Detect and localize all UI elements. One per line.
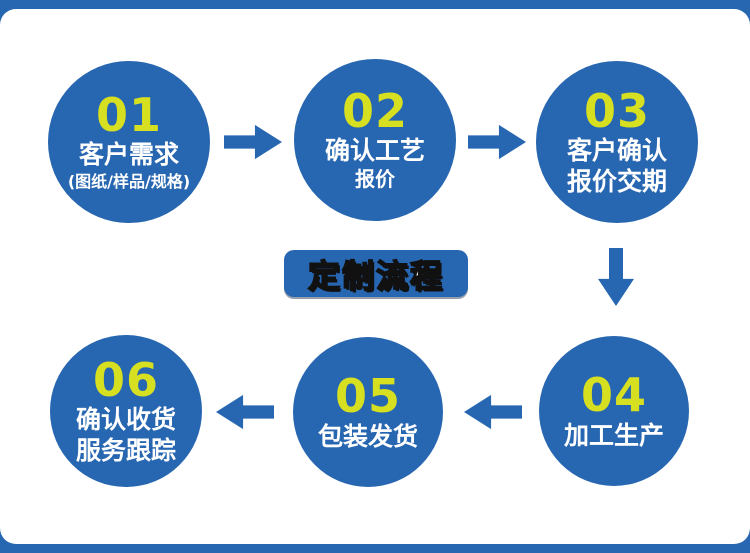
step-circle-01: 01 客户需求 (图纸/样品/规格): [48, 61, 210, 223]
process-title-badge: 定制流程: [284, 250, 468, 297]
arrow-right-icon: [224, 123, 282, 161]
step-circle-06: 06 确认收货 服务跟踪: [50, 335, 202, 487]
step-number: 05: [334, 369, 401, 424]
arrow-right-icon: [468, 123, 526, 161]
arrow-down-icon: [596, 248, 636, 306]
arrow-left-icon: [464, 393, 522, 431]
step-title: 客户确认: [566, 135, 667, 165]
step-subtitle: (图纸/样品/规格): [67, 171, 191, 191]
step-number: 03: [583, 83, 650, 138]
step-number: 01: [95, 88, 162, 143]
step-subtitle: 报价交期: [566, 167, 667, 197]
step-title: 包装发货: [317, 421, 418, 451]
step-circle-03: 03 客户确认 报价交期: [536, 61, 698, 223]
step-title: 确认收货: [75, 404, 176, 434]
step-circle-02: 02 确认工艺 报价: [294, 59, 456, 221]
arrow-left-icon: [216, 393, 274, 431]
step-circle-05: 05 包装发货: [293, 337, 443, 487]
step-title: 确认工艺: [324, 136, 425, 166]
step-title: 客户需求: [78, 140, 179, 170]
step-number: 06: [92, 352, 159, 407]
step-number: 04: [580, 368, 647, 423]
step-subtitle: 报价: [355, 167, 395, 192]
step-circle-04: 04 加工生产: [539, 336, 689, 486]
step-number: 02: [341, 83, 408, 138]
process-title: 定制流程: [307, 256, 444, 296]
step-title: 加工生产: [563, 420, 664, 450]
step-subtitle: 服务跟踪: [75, 436, 176, 466]
